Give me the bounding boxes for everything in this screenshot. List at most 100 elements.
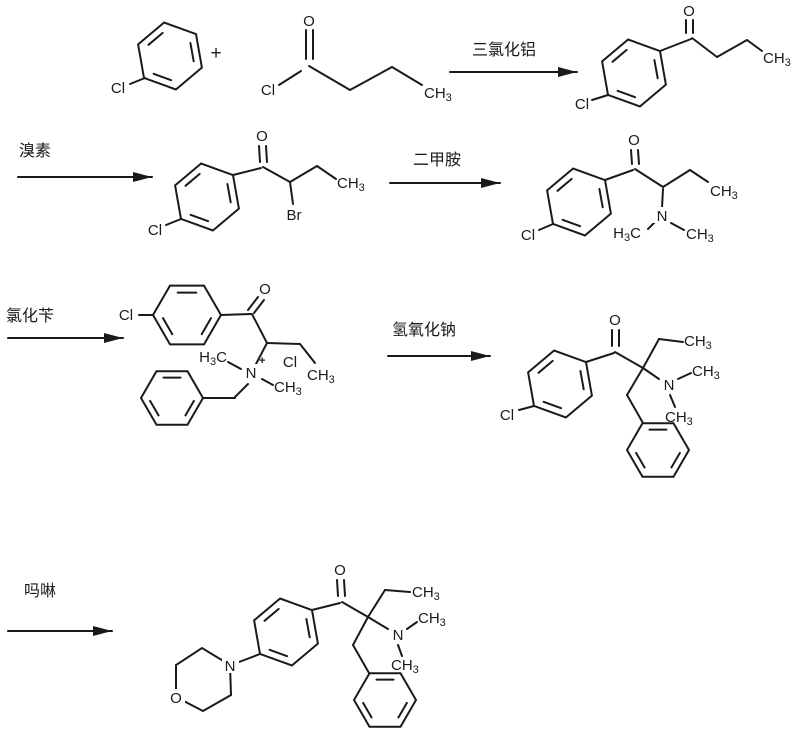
benzene-ring <box>527 349 593 419</box>
aromatic-double-bond <box>162 317 174 336</box>
chloride-counterion: Cl <box>283 354 297 371</box>
reagent-label-bromine: 溴素 <box>19 142 51 160</box>
aromatic-double-bond <box>556 177 573 192</box>
bond <box>661 188 664 209</box>
bond <box>691 37 718 58</box>
bond <box>265 145 268 163</box>
aromatic-double-bond <box>362 701 373 719</box>
bond <box>604 169 634 181</box>
reagent-label-dimethylamine: 二甲胺 <box>413 151 461 169</box>
methyl-group-label: CH3 <box>684 333 712 352</box>
bond <box>238 653 261 663</box>
ring-outline <box>151 284 223 346</box>
bond <box>659 38 692 52</box>
bond <box>391 66 423 86</box>
bond <box>232 167 262 176</box>
bond <box>255 342 268 365</box>
bond <box>538 223 554 231</box>
bond <box>278 70 302 86</box>
ring-outline <box>625 422 691 478</box>
bond <box>642 367 660 380</box>
atom-oxygen: O <box>609 312 621 329</box>
benzene-ring <box>137 21 203 91</box>
aromatic-double-bond <box>189 42 195 63</box>
bond <box>227 361 242 370</box>
atom-oxygen: O <box>683 3 695 20</box>
reaction-step-1: 三氯化铝 <box>449 41 578 77</box>
atom-oxygen: O <box>303 13 315 30</box>
aromatic-double-bond <box>653 59 659 80</box>
aromatic-double-bond <box>670 451 681 469</box>
bond <box>343 579 346 597</box>
atom-nitrogen: N <box>225 658 236 675</box>
bond <box>642 338 660 369</box>
molecule-chlorobenzene: Cl <box>111 21 203 97</box>
positive-charge: + <box>259 355 265 367</box>
bond <box>634 168 664 188</box>
bond <box>662 169 691 188</box>
atom-chlorine: Cl <box>500 407 514 424</box>
bond <box>289 165 318 183</box>
aromatic-double-bond <box>226 183 232 204</box>
atom-oxygen: O <box>628 132 640 149</box>
aromatic-double-bond <box>537 359 554 374</box>
atom-chlorine: Cl <box>111 80 125 97</box>
benzene-ring <box>253 597 319 667</box>
methyl-group-label: H3C <box>199 349 227 368</box>
bond <box>626 394 644 424</box>
reaction-step-3: 二甲胺 <box>389 151 501 188</box>
bond <box>716 39 748 58</box>
ring-outline <box>352 672 418 728</box>
bond <box>626 367 644 396</box>
atom-chlorine: Cl <box>261 82 275 99</box>
bond <box>336 579 339 597</box>
bond <box>677 372 692 380</box>
bond <box>258 145 261 163</box>
methyl-group-label: CH3 <box>337 175 365 194</box>
bond <box>289 181 294 205</box>
aromatic-double-bond <box>616 89 637 99</box>
atom-nitrogen: N <box>664 377 675 394</box>
atom-chlorine: Cl <box>119 307 133 324</box>
molecule-chlorobutyrophenone: O Cl CH3 <box>575 3 791 113</box>
benzene-ring <box>625 422 691 478</box>
benzene-ring <box>174 162 240 232</box>
atom-oxygen: O <box>170 690 182 707</box>
aromatic-double-bond <box>263 607 280 622</box>
atom-oxygen: O <box>259 281 271 298</box>
bond <box>658 338 684 343</box>
atom-bromine: Br <box>287 207 302 224</box>
bond <box>670 222 685 231</box>
methyl-group-label: CH3 <box>418 610 446 629</box>
aromatic-double-bond <box>598 188 604 209</box>
benzene-ring <box>352 672 418 728</box>
bond <box>397 644 403 657</box>
bond <box>384 589 411 593</box>
bond <box>352 616 369 646</box>
reagent-label-morpholine: 吗啉 <box>24 582 56 600</box>
atom-nitrogen: N <box>393 627 404 644</box>
methyl-group-label: CH3 <box>763 50 791 69</box>
aromatic-double-bond <box>611 48 628 63</box>
bond <box>129 77 146 85</box>
bond <box>637 149 640 165</box>
methyl-group-label: CH3 <box>424 85 452 104</box>
atom-nitrogen: N <box>657 208 668 225</box>
bond <box>669 394 676 408</box>
bond <box>630 149 633 165</box>
bond <box>253 299 265 314</box>
methyl-group-label: CH3 <box>665 409 693 428</box>
reaction-step-4: 氯化苄 <box>6 307 124 343</box>
bond <box>251 313 268 344</box>
methyl-group-label: CH3 <box>412 584 440 603</box>
bond <box>406 621 418 630</box>
aromatic-double-bond <box>152 72 173 82</box>
bond <box>647 221 656 230</box>
bond <box>311 602 341 611</box>
reagent-label-aluminum-trichloride: 三氯化铝 <box>472 41 536 59</box>
bond <box>341 601 369 618</box>
bond <box>367 589 386 618</box>
benzene-ring <box>601 38 667 108</box>
bond <box>234 383 249 398</box>
